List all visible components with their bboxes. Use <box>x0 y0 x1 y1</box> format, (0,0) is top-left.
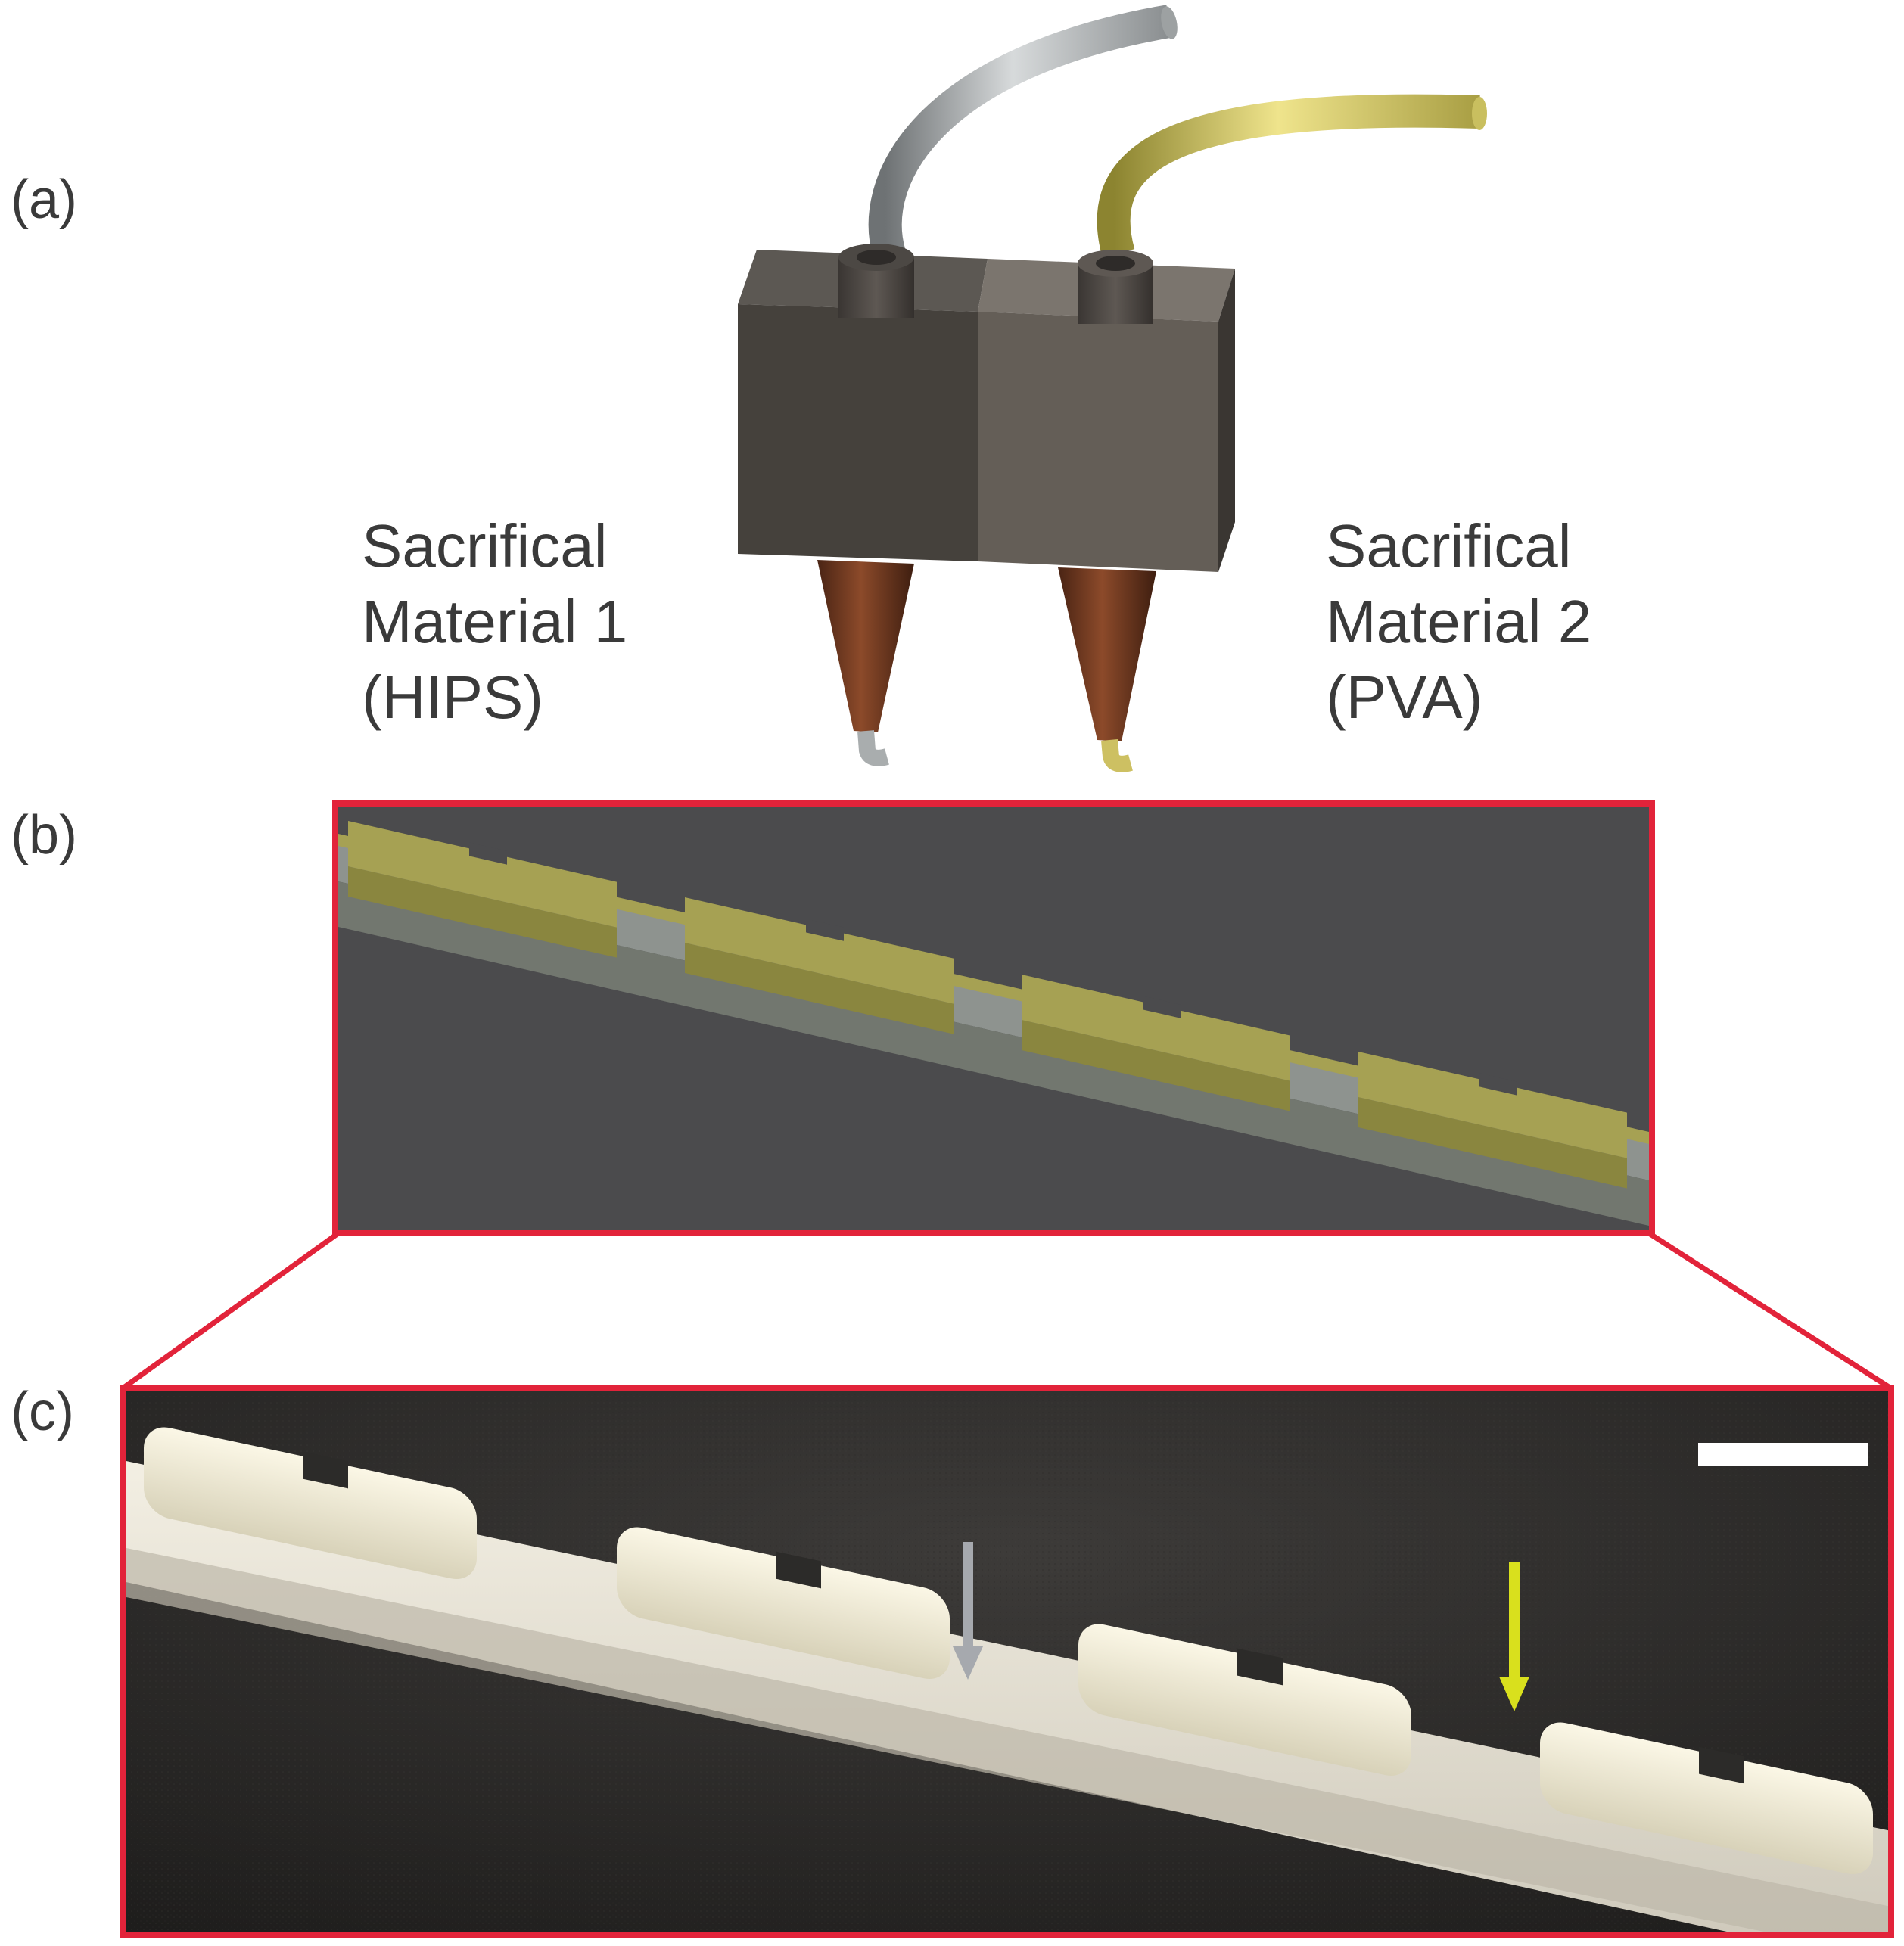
photo <box>120 1385 1894 1938</box>
zoom-line-left <box>120 1231 341 1391</box>
filament-tube-pva <box>1097 94 1480 258</box>
material-label-line: Sacrifical <box>1326 512 1572 580</box>
extruder-illustration <box>738 5 1487 772</box>
panel-label-c: (c) <box>11 1382 74 1442</box>
feature-block <box>685 897 954 1034</box>
material-label-line: Material 1 <box>362 588 628 655</box>
extruder-block-side <box>1218 269 1235 572</box>
zoom-line-right <box>1647 1231 1893 1391</box>
nozzle-right <box>1058 567 1156 741</box>
panel-c-frame <box>120 1385 1894 1938</box>
filament-tube-hips <box>868 5 1172 259</box>
material-label-line: Sacrifical <box>362 512 608 580</box>
filament-tip-pva <box>1101 739 1133 772</box>
scale-bar <box>1698 1443 1868 1466</box>
material-label-line: (PVA) <box>1326 664 1483 731</box>
feature-block <box>348 821 617 958</box>
yellow-layer <box>338 834 1649 1144</box>
filament-tip-hips <box>857 730 889 766</box>
feature-block <box>1022 975 1290 1111</box>
printed-block <box>617 1527 950 1680</box>
material-label-line: (HIPS) <box>362 664 543 731</box>
cad-render <box>332 800 1655 1236</box>
arrow-yellow-indicator <box>1499 1562 1529 1711</box>
printed-block <box>144 1427 477 1580</box>
printed-block <box>1078 1624 1411 1777</box>
base-strip-front <box>338 881 1649 1226</box>
panel-label-a: (a) <box>11 169 77 230</box>
printed-strip <box>123 1460 1891 1935</box>
panel-b-frame <box>332 800 1655 1236</box>
arrow-grey-indicator <box>953 1542 983 1680</box>
material-label-line: Material 2 <box>1326 588 1592 655</box>
printed-block <box>1540 1722 1873 1875</box>
feature-block <box>1358 1052 1627 1189</box>
nozzle-left <box>817 560 914 732</box>
collar-right <box>1078 250 1153 324</box>
material-label-hips: Sacrifical Material 1 (HIPS) <box>362 508 627 735</box>
base-strip-top <box>338 836 1649 1180</box>
material-label-pva: Sacrifical Material 2 (PVA) <box>1326 508 1591 735</box>
extruder-block-right <box>978 312 1218 572</box>
collar-left <box>838 244 914 318</box>
extruder-block-left <box>738 304 978 561</box>
panel-label-b: (b) <box>11 805 77 866</box>
